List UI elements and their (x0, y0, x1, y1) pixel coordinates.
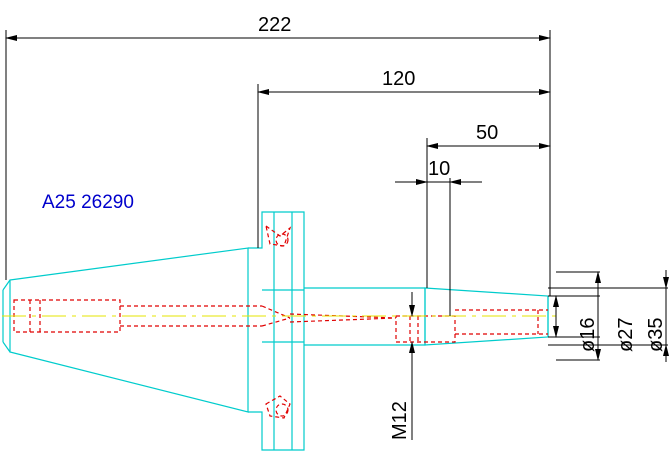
dimension-lines (5, 30, 669, 440)
dim-outer-diameter: ø35 (645, 318, 667, 352)
flange-outline (248, 211, 305, 451)
holder-outline (2, 211, 549, 451)
part-label: A25 26290 (42, 192, 134, 213)
dim-thread: M12 (389, 401, 411, 440)
taper-outline (9, 247, 249, 413)
dim-collet-length: 50 (476, 122, 498, 144)
dim-thread-depth: 10 (428, 158, 450, 180)
dim-shank-length: 120 (382, 68, 415, 90)
dim-bore-diameter: ø16 (577, 318, 599, 352)
hidden-lines (13, 224, 548, 419)
dim-overall-length: 222 (258, 14, 291, 36)
dim-mid-diameter: ø27 (615, 318, 637, 352)
